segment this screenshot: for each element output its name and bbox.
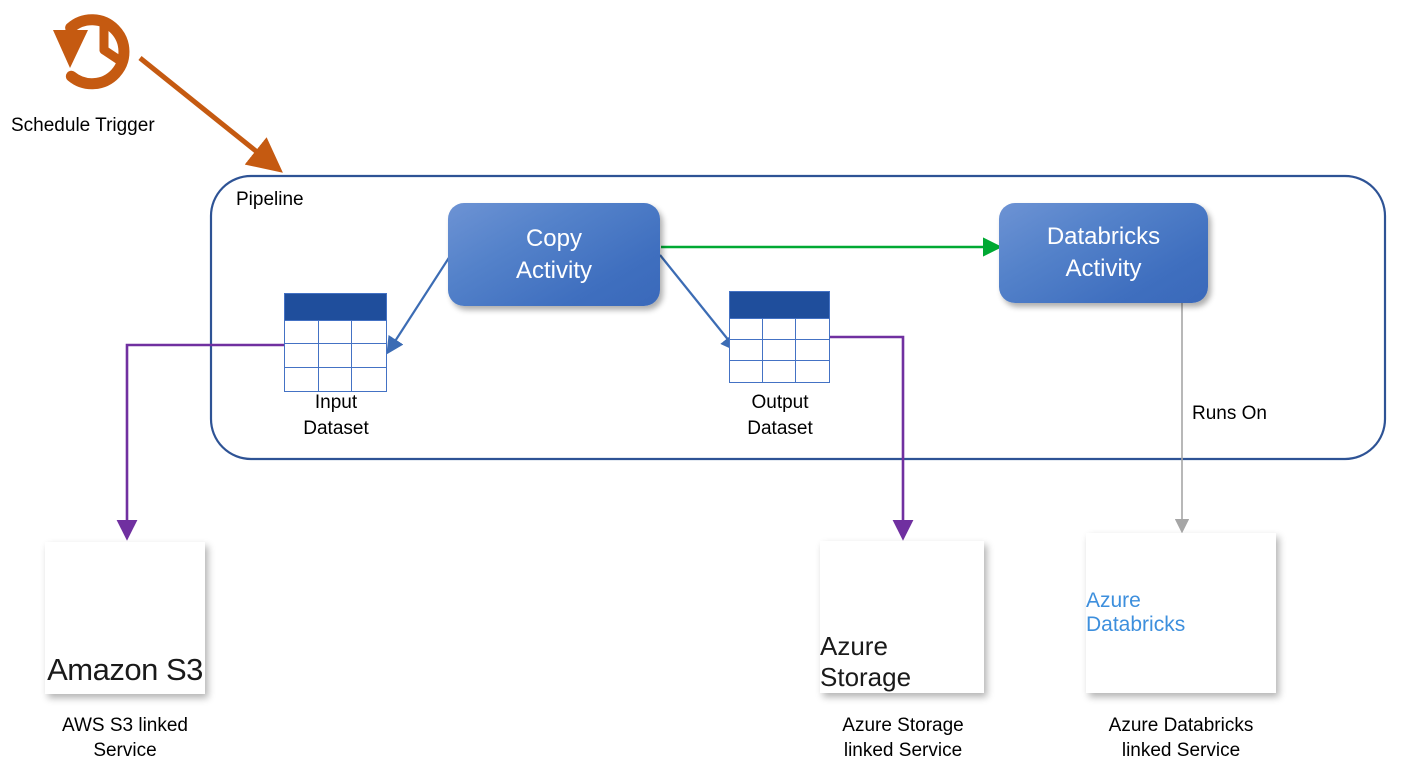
connector-input-to-copy [386,252,453,355]
connector-trigger-to-pipeline [138,56,283,173]
service-caption-azure-storage: Azure Storage linked Service [842,715,964,761]
connector-copy-to-output [659,254,739,353]
table-grid [730,319,829,382]
copy-activity-node[interactable]: Copy Activity [448,203,660,306]
azure-storage-logo-text: Azure Storage [820,631,912,692]
input-dataset-label: Input Dataset [303,392,369,439]
runs-on-label: Runs On [1192,403,1267,424]
table-header-band [285,294,386,321]
service-caption-azure-databricks: Azure Databricks linked Service [1108,715,1254,761]
service-card-s3[interactable]: Amazon S3 [45,542,205,694]
amazon-s3-logo-text: Amazon S3 [47,652,203,687]
schedule-trigger-label: Schedule Trigger [11,115,155,136]
service-card-azure-storage[interactable]: Azure Storage [820,541,984,693]
table-header-band [730,292,829,319]
azure-databricks-logo-text: Azure Databricks [1086,589,1186,636]
databricks-activity-node[interactable]: Databricks Activity [999,203,1208,303]
databricks-logo-row: Azure Databricks [1086,589,1232,637]
table-grid [285,321,386,391]
output-dataset-label: Output Dataset [747,392,813,439]
pipeline-label: Pipeline [236,189,304,210]
output-dataset-table[interactable] [729,291,830,383]
clock-rewind-icon [53,14,130,90]
service-caption-s3: AWS S3 linked Service [61,715,188,761]
input-dataset-table[interactable] [284,293,387,392]
service-card-azure-databricks[interactable]: Azure Databricks [1086,533,1276,693]
